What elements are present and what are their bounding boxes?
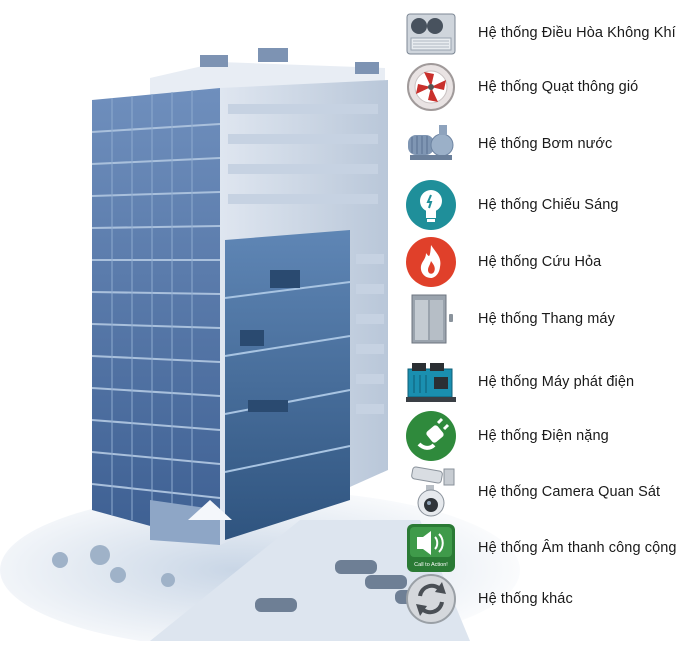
fire-icon xyxy=(404,235,458,289)
system-item-label: Hệ thống Điện nặng xyxy=(478,428,609,444)
facade-mullions xyxy=(111,90,193,537)
generator-icon xyxy=(404,355,458,409)
system-item-lighting[interactable]: Hệ thống Chiếu Sáng xyxy=(404,178,700,232)
system-item-label: Hệ thống Điều Hòa Không Khí xyxy=(478,25,676,41)
road xyxy=(150,520,470,641)
cutaway-equipment xyxy=(240,270,300,412)
system-item-heavy-electric[interactable]: Hệ thống Điện nặng xyxy=(404,409,700,463)
system-item-air-conditioning[interactable]: Hệ thống Điều Hòa Không Khí xyxy=(404,6,700,60)
side-window-rows xyxy=(228,104,384,414)
entrance-canopy xyxy=(188,500,232,520)
system-item-label: Hệ thống Máy phát điện xyxy=(478,374,635,390)
elevator-icon xyxy=(404,292,458,346)
system-item-public-address[interactable]: Call to Action! Hệ thống Âm thanh công c… xyxy=(404,521,700,575)
system-item-surveillance-camera[interactable]: Hệ thống Camera Quan Sát xyxy=(404,465,700,519)
system-item-label: Hệ thống Chiếu Sáng xyxy=(478,197,619,213)
system-item-label: Hệ thống Camera Quan Sát xyxy=(478,484,661,500)
system-item-label: Hệ thống Cứu Hỏa xyxy=(478,254,602,270)
speaker-icon: Call to Action! xyxy=(404,521,458,575)
roof-unit-left xyxy=(200,55,228,67)
system-item-label: Hệ thống Âm thanh công cộng xyxy=(478,540,677,556)
system-item-label: Hệ thống Thang máy xyxy=(478,311,615,327)
ventilation-fan-icon xyxy=(404,60,458,114)
system-item-generator[interactable]: Hệ thống Máy phát điện xyxy=(404,355,700,409)
system-item-elevator[interactable]: Hệ thống Thang máy xyxy=(404,292,700,346)
power-plug-icon xyxy=(404,409,458,463)
lightbulb-icon xyxy=(404,178,458,232)
roof-unit-mid xyxy=(258,48,288,62)
system-item-water-pump[interactable]: Hệ thống Bơm nước xyxy=(404,117,700,171)
refresh-icon xyxy=(404,572,458,626)
speaker-badge-text: Call to Action! xyxy=(414,562,448,568)
air-conditioner-icon xyxy=(404,6,458,60)
system-item-fire-fighting[interactable]: Hệ thống Cứu Hỏa xyxy=(404,235,700,289)
system-item-label: Hệ thống khác xyxy=(478,591,573,607)
roof-unit-right xyxy=(355,62,379,74)
systems-list: Hệ thống Điều Hòa Không Khí Hệ thống Quạ… xyxy=(404,0,700,641)
water-pump-icon xyxy=(404,117,458,171)
building-glass-facade xyxy=(92,88,220,545)
system-item-label: Hệ thống Quạt thông gió xyxy=(478,79,639,95)
system-item-ventilation-fan[interactable]: Hệ thống Quạt thông gió xyxy=(404,60,700,114)
system-item-other[interactable]: Hệ thống khác xyxy=(404,572,700,626)
system-item-label: Hệ thống Bơm nước xyxy=(478,136,613,152)
security-camera-icon xyxy=(404,465,458,519)
building-cutaway xyxy=(225,230,350,540)
trees xyxy=(52,545,175,587)
facade-floor-lines xyxy=(91,123,221,499)
parked-cars xyxy=(255,560,437,612)
